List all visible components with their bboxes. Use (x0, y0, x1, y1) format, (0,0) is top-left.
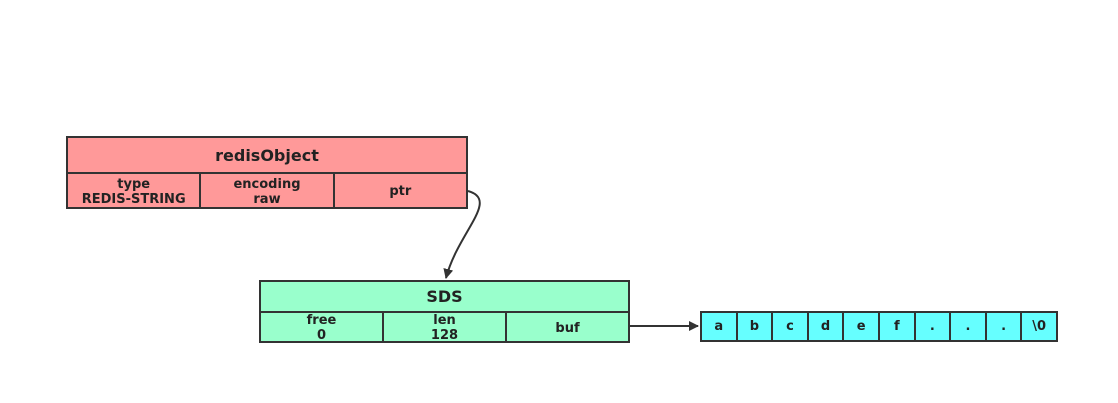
field-len-value: 128 (430, 328, 459, 343)
field-free-value: 0 (316, 328, 327, 343)
buffer-cell: . (951, 313, 987, 340)
field-buf-label: buf (555, 320, 580, 336)
buffer-cell: d (809, 313, 845, 340)
buffer-cell: f (880, 313, 916, 340)
field-ptr: ptr (335, 174, 466, 209)
field-type-value: REDIS-STRING (81, 191, 186, 207)
field-buf: buf (507, 313, 628, 343)
buffer-cell: e (844, 313, 880, 340)
field-len: len 128 (384, 313, 507, 343)
redis-object-box: redisObject type REDIS-STRING encoding r… (66, 136, 468, 209)
redis-object-title: redisObject (68, 138, 466, 174)
field-len-label: len (433, 313, 456, 328)
field-encoding: encoding raw (201, 174, 335, 209)
field-free: free 0 (261, 313, 384, 343)
buffer-array: a b c d e f . . . \0 (700, 311, 1058, 342)
buffer-cell: b (738, 313, 774, 340)
sds-fields: free 0 len 128 buf (261, 313, 628, 343)
sds-box: SDS free 0 len 128 buf (259, 280, 630, 343)
field-encoding-value: raw (253, 191, 281, 207)
field-encoding-label: encoding (233, 176, 301, 192)
buffer-cell: a (702, 313, 738, 340)
sds-title: SDS (261, 282, 628, 313)
buffer-cell: c (773, 313, 809, 340)
field-type: type REDIS-STRING (68, 174, 202, 209)
field-type-label: type (117, 176, 151, 192)
buffer-cell-terminator: \0 (1032, 319, 1047, 334)
redis-object-fields: type REDIS-STRING encoding raw ptr (68, 174, 466, 209)
buffer-cell: . (916, 313, 952, 340)
field-ptr-label: ptr (389, 184, 412, 199)
field-free-label: free (306, 313, 337, 328)
buffer-cell: . (987, 313, 1023, 340)
